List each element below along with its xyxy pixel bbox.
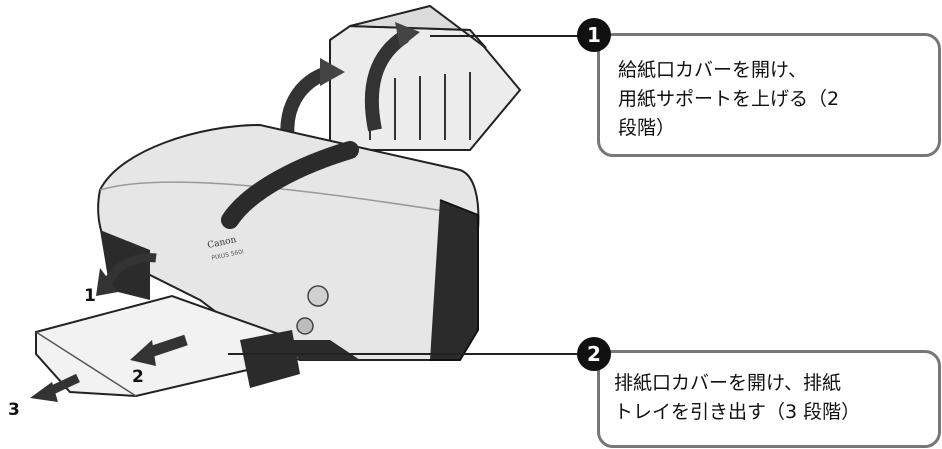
paper-support — [329, 4, 522, 151]
callout-1-line-2: 用紙サポートを上げる（2 — [618, 88, 840, 110]
callout-1: 給紙口カバーを開け、 用紙サポートを上げる（2 段階） — [597, 33, 941, 157]
step-label-3: 3 — [8, 400, 20, 420]
step-label-2: 2 — [132, 367, 144, 387]
callout-2-line-1: 排紙口カバーを開け、排紙 — [614, 372, 842, 394]
callout-2-badge: 2 — [577, 337, 611, 371]
callout-2: 排紙口カバーを開け、排紙 トレイを引き出す（3 段階） — [597, 350, 941, 448]
callout-1-badge: 1 — [577, 18, 611, 52]
callout-1-line-1: 給紙口カバーを開け、 — [618, 59, 808, 81]
step-label-1: 1 — [84, 286, 96, 306]
callout-1-leader-line — [430, 35, 580, 37]
callout-2-leader-line — [228, 353, 580, 355]
callout-2-line-2: トレイを引き出す（3 段階） — [614, 401, 861, 423]
callout-1-line-3: 段階） — [618, 117, 676, 139]
